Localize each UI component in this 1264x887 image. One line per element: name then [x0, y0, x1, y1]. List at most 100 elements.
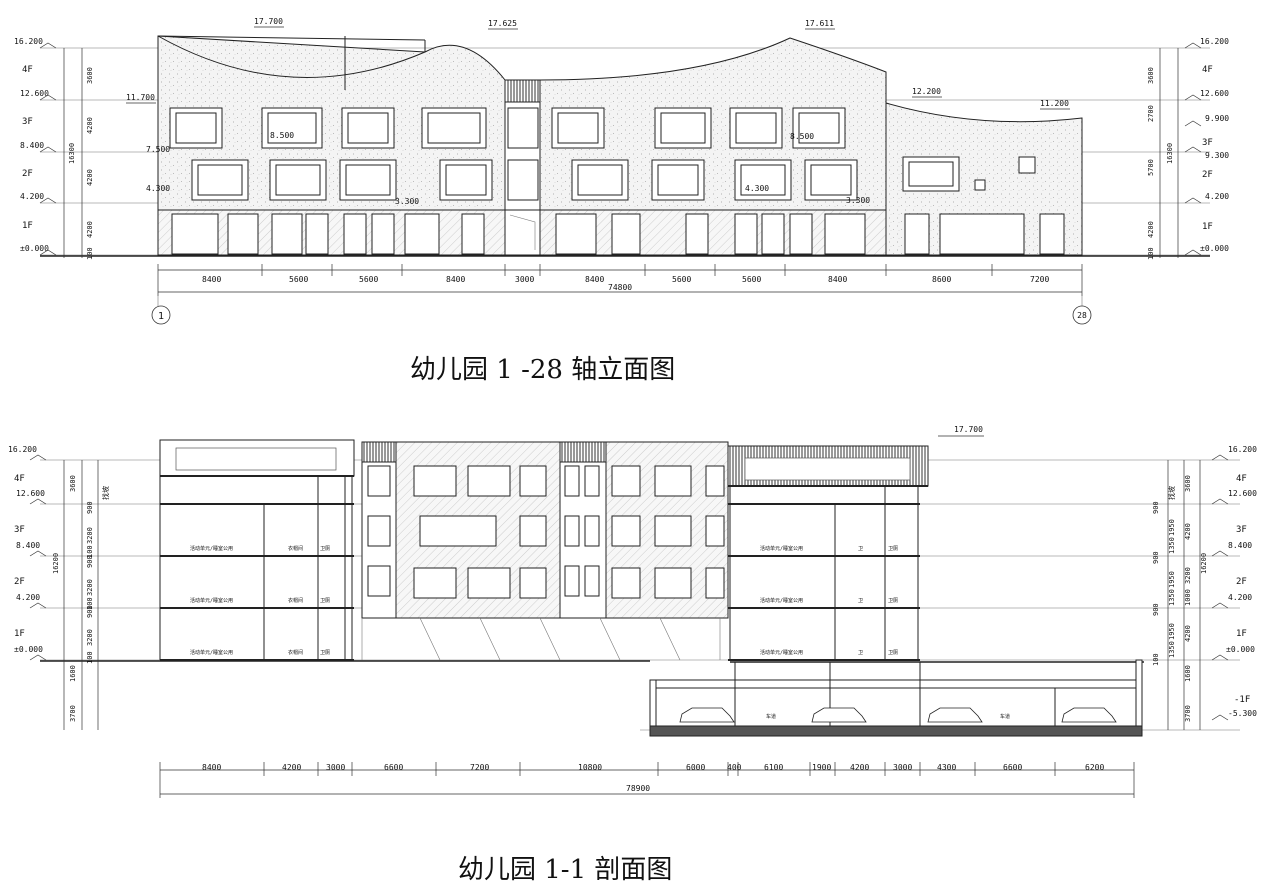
svg-text:3200: 3200 [1184, 567, 1192, 584]
svg-text:900: 900 [1152, 501, 1160, 514]
svg-text:12.600: 12.600 [20, 89, 49, 98]
svg-text:±0.000: ±0.000 [20, 244, 49, 253]
svg-text:3000: 3000 [893, 763, 912, 772]
svg-text:3600: 3600 [1184, 475, 1192, 492]
section-drawing: 车道 车道 活动单元/睡室公用 衣帽间 卫厕 活动单元/睡室公用 衣帽间 卫厕 … [8, 425, 1257, 885]
elevation-ground-openings [171, 213, 1065, 255]
svg-text:74800: 74800 [608, 283, 632, 292]
svg-text:6000: 6000 [686, 763, 705, 772]
garage-lane-label-2: 车道 [1000, 713, 1010, 720]
svg-text:100: 100 [86, 597, 94, 610]
svg-text:4.200: 4.200 [20, 192, 44, 201]
section-room-labels: 活动单元/睡室公用 衣帽间 卫厕 活动单元/睡室公用 衣帽间 卫厕 活动单元/睡… [190, 545, 898, 656]
svg-text:卫厕: 卫厕 [320, 650, 330, 656]
svg-text:3200: 3200 [86, 579, 94, 596]
elevation-elevation-marks: 17.700 17.625 17.611 11.700 12.200 11.20… [126, 17, 1070, 206]
svg-text:活动单元/睡室公用: 活动单元/睡室公用 [760, 597, 803, 604]
svg-text:8400: 8400 [828, 275, 847, 284]
svg-text:1600: 1600 [69, 665, 77, 682]
svg-text:活动单元/睡室公用: 活动单元/睡室公用 [190, 545, 233, 552]
svg-text:16.200: 16.200 [1200, 37, 1229, 46]
svg-text:17.625: 17.625 [488, 19, 517, 28]
svg-text:4200: 4200 [1147, 221, 1155, 238]
svg-text:400: 400 [727, 763, 742, 772]
svg-text:8.400: 8.400 [20, 141, 44, 150]
elevation-right-dimensions: 3600 2700 5700 4200 100 16300 [1147, 48, 1179, 260]
svg-text:8400: 8400 [202, 275, 221, 284]
elevation-roof-curve [157, 35, 426, 78]
svg-text:5600: 5600 [742, 275, 761, 284]
svg-text:100: 100 [1147, 247, 1155, 260]
svg-text:卫厕: 卫厕 [888, 546, 898, 552]
svg-text:衣帽间: 衣帽间 [288, 649, 303, 656]
svg-text:16.200: 16.200 [8, 445, 37, 454]
svg-text:6100: 6100 [764, 763, 783, 772]
svg-text:7.500: 7.500 [146, 145, 170, 154]
svg-text:1600: 1600 [1184, 665, 1192, 682]
svg-text:4200: 4200 [1184, 625, 1192, 642]
svg-text:4.200: 4.200 [16, 593, 40, 602]
svg-text:8.500: 8.500 [790, 132, 814, 141]
svg-text:3.300: 3.300 [846, 196, 870, 205]
svg-text:1350: 1350 [1168, 537, 1176, 554]
svg-text:17.611: 17.611 [805, 19, 834, 28]
section-right-dimensions: 3600 900 1950 1350 900 1950 1350 900 195… [1152, 460, 1208, 730]
svg-text:2700: 2700 [1147, 105, 1155, 122]
svg-text:6200: 6200 [1085, 763, 1104, 772]
axis-1-label: 1 [158, 311, 164, 322]
svg-text:900: 900 [86, 555, 94, 568]
svg-text:16300: 16300 [68, 143, 76, 164]
section-right-levels: 16.200 12.600 8.400 4.200 ±0.000 -5.300 … [1211, 445, 1257, 721]
svg-text:5600: 5600 [359, 275, 378, 284]
section-left-levels: 16.200 12.600 8.400 4.200 ±0.000 4F 3F 2… [8, 445, 47, 661]
svg-text:11.700: 11.700 [126, 93, 155, 102]
svg-text:8400: 8400 [585, 275, 604, 284]
svg-text:3600: 3600 [69, 475, 77, 492]
svg-text:3F: 3F [22, 117, 33, 127]
svg-text:卫: 卫 [858, 598, 863, 604]
svg-text:活动单元/睡室公用: 活动单元/睡室公用 [190, 649, 233, 656]
svg-text:5600: 5600 [672, 275, 691, 284]
elevation-axis-markers: 1 28 [151, 296, 1092, 325]
svg-text:3600: 3600 [86, 67, 94, 84]
svg-text:3.300: 3.300 [395, 197, 419, 206]
svg-text:4F: 4F [1202, 65, 1213, 75]
svg-text:卫厕: 卫厕 [888, 598, 898, 604]
svg-text:100: 100 [86, 247, 94, 260]
svg-text:±0.000: ±0.000 [1226, 645, 1255, 654]
svg-text:3F: 3F [1236, 525, 1247, 535]
svg-text:12.600: 12.600 [16, 489, 45, 498]
svg-text:衣帽间: 衣帽间 [288, 545, 303, 552]
axis-28-label: 28 [1077, 311, 1087, 320]
section-top-mark: 17.700 [954, 425, 983, 434]
svg-text:3700: 3700 [69, 705, 77, 722]
svg-text:8.400: 8.400 [1228, 541, 1252, 550]
svg-text:活动单元/睡室公用: 活动单元/睡室公用 [760, 545, 803, 552]
svg-text:活动单元/睡室公用: 活动单元/睡室公用 [760, 649, 803, 656]
svg-text:卫厕: 卫厕 [888, 650, 898, 656]
svg-text:1950: 1950 [1168, 571, 1176, 588]
svg-text:1F: 1F [22, 221, 33, 231]
svg-text:找坡: 找坡 [1167, 486, 1176, 500]
svg-text:4200: 4200 [86, 117, 94, 134]
svg-text:3200: 3200 [86, 629, 94, 646]
svg-text:16200: 16200 [1200, 553, 1208, 574]
svg-text:7200: 7200 [470, 763, 489, 772]
svg-text:4200: 4200 [850, 763, 869, 772]
svg-text:2F: 2F [1202, 170, 1213, 180]
svg-text:1F: 1F [14, 629, 25, 639]
elevation-right-levels: 16.200 12.600 9.900 9.300 4.200 ±0.000 4… [1184, 37, 1229, 256]
svg-text:9.900: 9.900 [1205, 114, 1229, 123]
svg-text:8600: 8600 [932, 275, 951, 284]
svg-text:7200: 7200 [1030, 275, 1049, 284]
svg-text:1F: 1F [1202, 222, 1213, 232]
svg-text:4F: 4F [14, 474, 25, 484]
svg-text:17.700: 17.700 [254, 17, 283, 26]
svg-text:4200: 4200 [86, 221, 94, 238]
garage-lane-label-1: 车道 [766, 713, 776, 720]
elevation-bottom-dimensions: 8400 5600 5600 8400 3000 8400 5600 5600 … [157, 264, 1083, 296]
section-title: 幼儿园 1-1 剖面图 [458, 855, 672, 885]
svg-text:1950: 1950 [1168, 623, 1176, 640]
svg-text:900: 900 [1152, 551, 1160, 564]
